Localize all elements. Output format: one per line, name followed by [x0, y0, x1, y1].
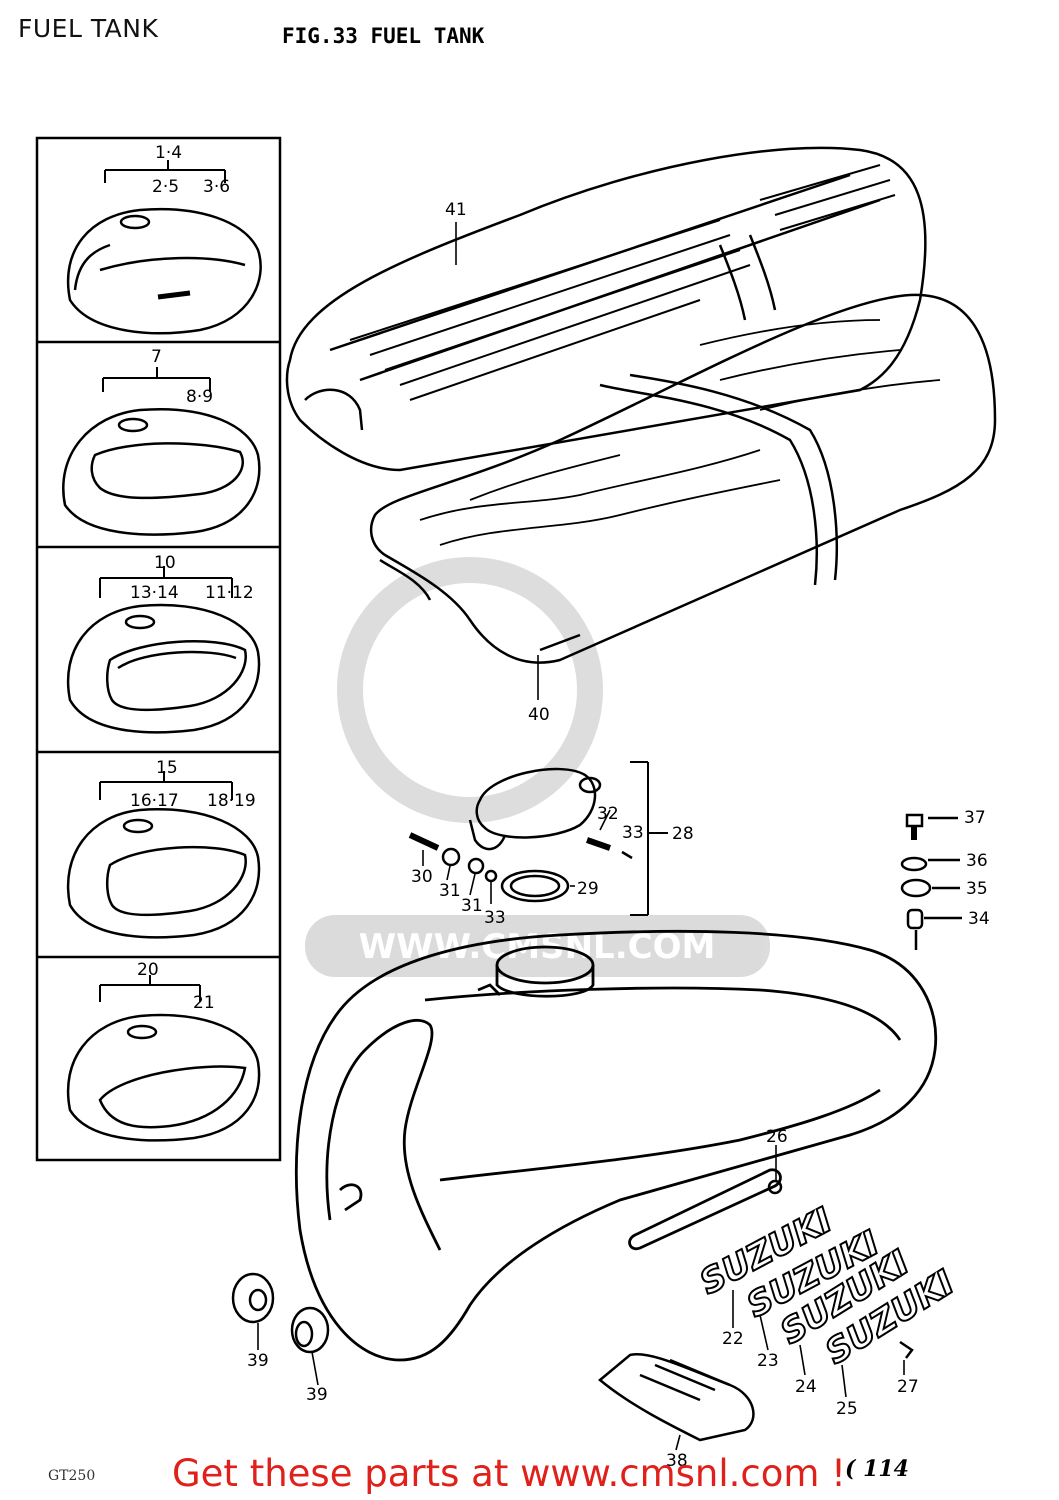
box5-sub-label-a: 21 [193, 993, 215, 1013]
box3-sub-label-a: 13·14 [130, 583, 179, 603]
callout-31-upper: 31 [439, 881, 461, 901]
box4-group-label: 15 [156, 758, 178, 778]
callout-25: 25 [836, 1399, 858, 1419]
variant-tank-2 [62, 408, 261, 536]
callout-38: 38 [666, 1451, 688, 1471]
callout-26: 26 [766, 1127, 788, 1147]
callout-33-lower: 33 [484, 908, 506, 928]
variant-tank-4 [66, 808, 261, 939]
callout-35: 35 [966, 879, 988, 899]
variant-labels [99, 160, 233, 1002]
fuel-cap-assembly [408, 767, 633, 903]
callout-31-lower: 31 [461, 896, 483, 916]
variant-tank-5 [66, 1013, 261, 1142]
variants-frame [35, 136, 282, 1162]
box3-sub-label-b: 11·12 [205, 583, 254, 603]
header-caption: FUEL TANK [18, 14, 159, 43]
callout-23: 23 [757, 1351, 779, 1371]
watermark: WWW.CMSNL.COM [305, 557, 770, 977]
callout-39-right: 39 [306, 1385, 328, 1405]
figure-title: FIG.33 FUEL TANK [282, 24, 485, 48]
box2-group-label: 7 [151, 347, 162, 367]
callout-30: 30 [411, 867, 433, 887]
seat-41-ribs [349, 164, 896, 401]
main-fuel-tank [295, 929, 938, 1362]
callout-32: 32 [597, 804, 619, 824]
callout-28: 28 [672, 824, 694, 844]
callout-39-left: 39 [247, 1351, 269, 1371]
model-code: GT250 [48, 1468, 96, 1484]
callout-36: 36 [966, 851, 988, 871]
box1-sub-label-b: 3·6 [203, 177, 230, 197]
seat-41 [285, 146, 927, 472]
box1-group-label: 1·4 [155, 143, 182, 163]
box3-group-label: 10 [154, 553, 176, 573]
box4-sub-label-b: 18·19 [207, 791, 256, 811]
box2-sub-label-a: 8·9 [186, 387, 213, 407]
callout-33-upper: 33 [622, 823, 644, 843]
seat-40 [369, 293, 997, 664]
callout-24: 24 [795, 1377, 817, 1397]
callout-40: 40 [528, 705, 550, 725]
callout-37: 37 [964, 808, 986, 828]
box1-sub-label-a: 2·5 [152, 177, 179, 197]
box5-group-label: 20 [137, 960, 159, 980]
cushions-and-strap [231, 1179, 914, 1442]
seat-40-pattern [419, 319, 941, 546]
callout-27: 27 [897, 1377, 919, 1397]
bracket-28 [630, 761, 668, 916]
box4-sub-label-a: 16·17 [130, 791, 179, 811]
callout-41: 41 [445, 200, 467, 220]
leader-lines [257, 222, 905, 1451]
callout-34: 34 [968, 909, 990, 929]
callout-22: 22 [722, 1329, 744, 1349]
mount-hardware [900, 813, 962, 950]
cta-link[interactable]: Get these parts at www.cmsnl.com ! [172, 1452, 847, 1495]
page-number: ( 114 [845, 1456, 909, 1482]
variant-tank-3 [66, 603, 261, 734]
callout-29: 29 [577, 879, 599, 899]
variant-tank-1 [66, 207, 262, 335]
